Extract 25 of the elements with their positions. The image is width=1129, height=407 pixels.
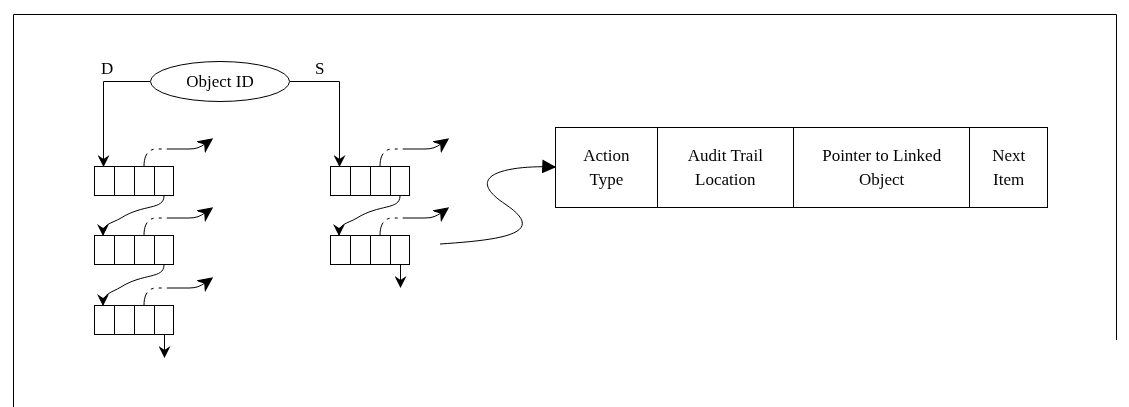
field-label: Pointer to Linked Object: [793, 128, 970, 207]
record-box: [330, 166, 410, 196]
pointer-arrow: [333, 195, 401, 236]
field-label: Audit Trail Location: [656, 128, 793, 207]
record-box: [330, 235, 410, 265]
dashed-pointer-arrow: [379, 138, 449, 167]
pointer-arrow: [439, 159, 557, 245]
pointer-arrow: [394, 264, 407, 288]
pointer-arrow: [97, 264, 165, 306]
record-box: [94, 235, 174, 265]
node-label: Object ID: [185, 71, 255, 92]
pointer-arrow: [97, 195, 165, 236]
pointer-arrow: [97, 81, 151, 167]
record-box: [94, 305, 174, 335]
pointer-arrow: [158, 334, 171, 358]
ellipse-node: [150, 61, 290, 102]
record-box: [555, 127, 1048, 208]
pointer-arrow: [289, 81, 346, 167]
dashed-pointer-arrow: [379, 207, 449, 236]
field-label: Action Type: [582, 144, 631, 191]
record-box: [94, 166, 174, 196]
dashed-pointer-arrow: [143, 138, 213, 167]
dashed-pointer-arrow: [143, 207, 213, 236]
field-label: Next Item: [969, 128, 1047, 207]
dashed-pointer-arrow: [143, 277, 213, 306]
